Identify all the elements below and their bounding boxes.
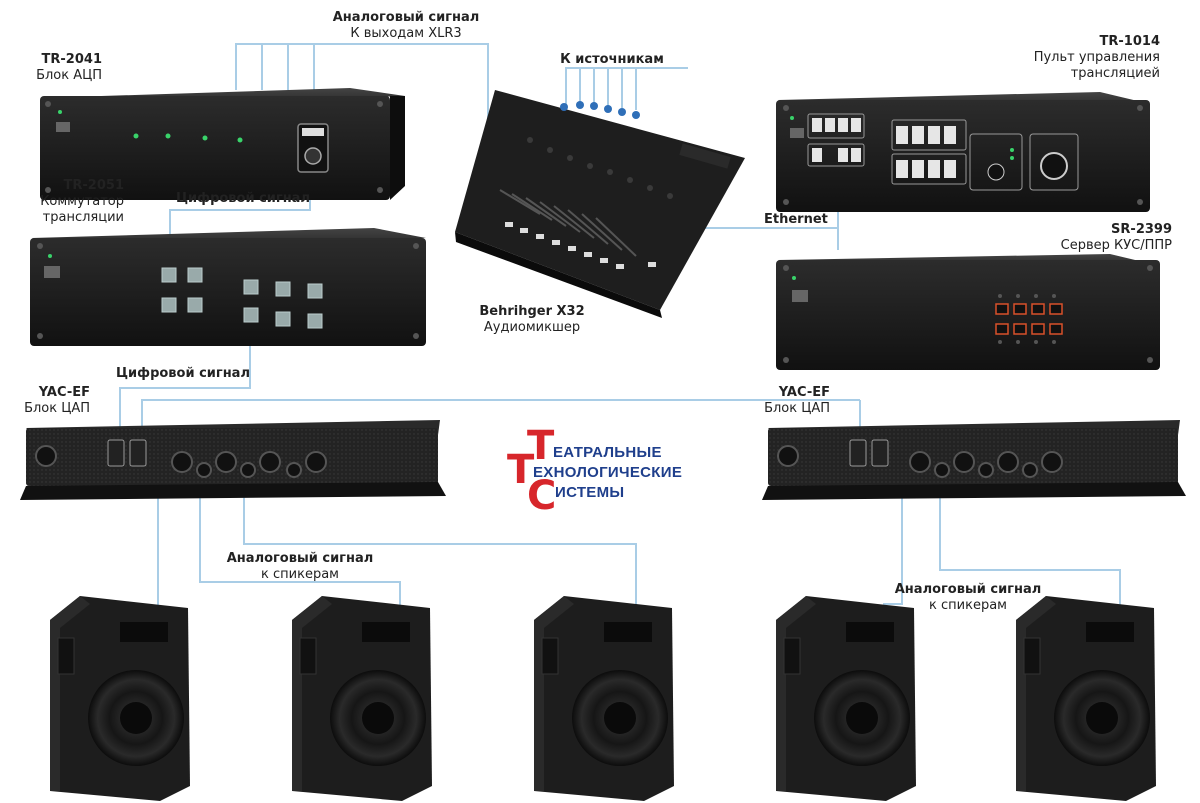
label-analog-speakers-left: Аналоговый сигнал к спикерам — [218, 551, 382, 583]
label-sr-2399-title: SR-2399 — [1111, 222, 1172, 237]
label-analog-speakers-right-sub: к спикерам — [929, 598, 1007, 613]
x32-mixer-device — [455, 90, 745, 318]
label-sources: К источникам — [556, 52, 668, 68]
label-digital-2: Цифровой сигнал — [116, 366, 250, 382]
label-ethernet-title: Ethernet — [764, 212, 828, 227]
label-tr-1014: TR-1014 Пульт управления трансляцией — [1010, 34, 1160, 82]
label-analog-xlr-sub: К выходам XLR3 — [350, 26, 462, 41]
label-sr-2399: SR-2399 Сервер КУС/ППР — [1010, 222, 1172, 254]
speaker-2 — [292, 596, 432, 801]
label-tr-2051-sub2: трансляции — [42, 210, 124, 225]
sr-2399-device — [776, 254, 1160, 370]
label-digital-2-title: Цифровой сигнал — [116, 366, 250, 381]
label-yac-ef-left-title: YAC-EF — [38, 385, 90, 400]
label-tr-1014-sub2: трансляцией — [1070, 66, 1160, 81]
speaker-1 — [50, 596, 190, 801]
label-x32: Behrihger X32 Аудиомикшер — [474, 304, 590, 336]
label-tr-2041-sub: Блок АЦП — [36, 68, 102, 83]
yac-ef-right-device — [762, 420, 1186, 500]
label-analog-speakers-left-sub: к спикерам — [261, 567, 339, 582]
speaker-4 — [776, 596, 916, 801]
yac-ef-left-device — [20, 420, 446, 500]
label-tr-2051: TR-2051 Коммутатор трансляции — [6, 178, 124, 226]
logo-letter-2: Т — [507, 447, 535, 493]
label-analog-speakers-left-title: Аналоговый сигнал — [226, 551, 374, 566]
label-sources-title: К источникам — [560, 52, 664, 67]
label-yac-ef-right: YAC-EF Блок ЦАП — [746, 385, 830, 417]
label-yac-ef-left: YAC-EF Блок ЦАП — [6, 385, 90, 417]
label-tr-2041: TR-2041 Блок АЦП — [6, 52, 102, 84]
label-ethernet: Ethernet — [764, 212, 828, 228]
tr-2041-device — [40, 88, 405, 200]
label-digital-1: Цифровой сигнал — [176, 191, 310, 207]
label-tr-1014-title: TR-1014 — [1099, 34, 1160, 49]
logo-word-2: ЕХНОЛОГИЧЕСКИЕ — [533, 464, 683, 481]
speakers — [50, 596, 1156, 801]
label-yac-ef-right-sub: Блок ЦАП — [764, 401, 830, 416]
label-analog-xlr-title: Аналоговый сигнал — [332, 10, 480, 25]
label-x32-sub: Аудиомикшер — [483, 320, 581, 335]
logo-letter-1: Т — [527, 423, 555, 469]
label-digital-1-title: Цифровой сигнал — [176, 191, 310, 206]
label-tr-2051-sub1: Коммутатор — [40, 194, 124, 209]
label-sr-2399-sub: Сервер КУС/ППР — [1060, 238, 1172, 253]
speaker-5 — [1016, 596, 1156, 801]
logo-letter-3: С — [527, 473, 557, 519]
label-yac-ef-left-sub: Блок ЦАП — [24, 401, 90, 416]
tr-1014-device — [776, 92, 1150, 212]
label-x32-title: Behrihger X32 — [479, 304, 585, 319]
label-analog-speakers-right-title: Аналоговый сигнал — [894, 582, 1042, 597]
label-yac-ef-right-title: YAC-EF — [778, 385, 830, 400]
label-tr-1014-sub1: Пульт управления — [1033, 50, 1160, 65]
logo-word-1: ЕАТРАЛЬНЫЕ — [553, 444, 662, 461]
label-analog-speakers-right: Аналоговый сигнал к спикерам — [886, 582, 1050, 614]
tr-2051-device — [30, 228, 426, 346]
logo-word-3: ИСТЕМЫ — [555, 484, 625, 501]
label-tr-2051-title: TR-2051 — [63, 178, 124, 193]
tts-logo: Т ЕАТРАЛЬНЫЕ Т ЕХНОЛОГИЧЕСКИЕ С ИСТЕМЫ — [505, 423, 705, 523]
label-analog-xlr: Аналоговый сигнал К выходам XLR3 — [330, 10, 482, 42]
speaker-3 — [534, 596, 674, 801]
label-tr-2041-title: TR-2041 — [41, 52, 102, 67]
